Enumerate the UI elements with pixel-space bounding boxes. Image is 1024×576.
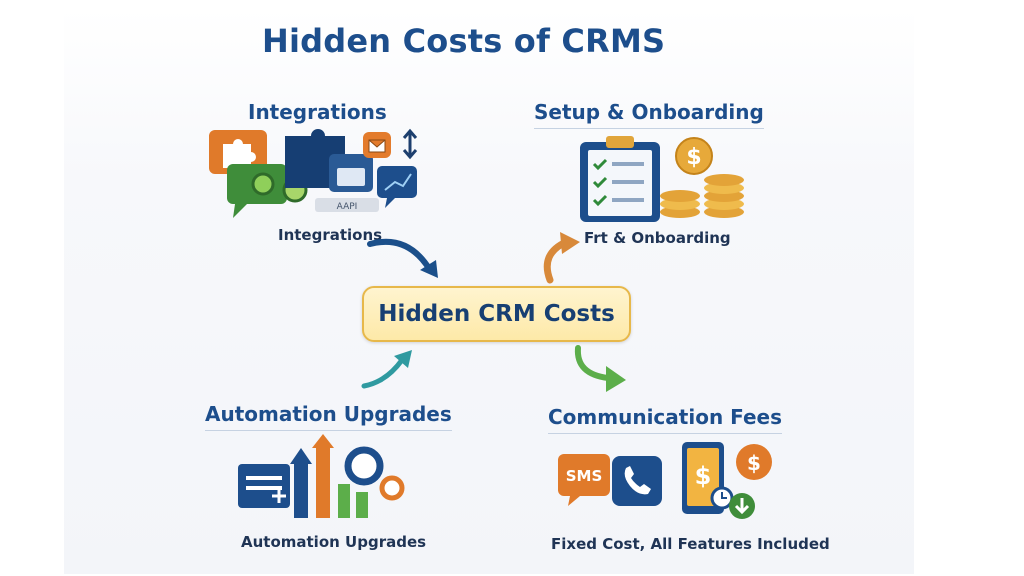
checkmark-icon-2 xyxy=(592,176,608,189)
clipboard-clip xyxy=(606,136,634,148)
mobile-screen xyxy=(687,448,719,506)
arrow-to-communication xyxy=(574,345,626,392)
communication-illustration: SMS $ $ xyxy=(558,442,772,519)
arrow-from-integrations xyxy=(367,238,438,278)
checklist-line-2 xyxy=(612,180,644,184)
arrow-from-automation xyxy=(361,350,412,389)
growth-bar-1 xyxy=(294,462,308,518)
clock-hands xyxy=(721,492,727,499)
phone-call-icon xyxy=(612,456,662,506)
communication-heading-text: Communication Fees xyxy=(548,405,783,429)
envelope-box-inner xyxy=(337,168,365,186)
integrations-caption: Integrations xyxy=(278,226,383,244)
arrow-to-communication-head xyxy=(606,366,626,392)
gear-icon-large xyxy=(344,446,384,486)
sort-arrows-icon xyxy=(402,128,418,160)
dollar-bubble-glyph: $ xyxy=(747,451,761,475)
coin-stack-1-c xyxy=(660,190,700,202)
chart-chat-bubble-tail xyxy=(385,198,395,208)
arrow-from-integrations-curve xyxy=(367,238,433,273)
email-icon-bg xyxy=(363,132,391,158)
communication-heading: Communication Fees xyxy=(548,405,783,434)
integrations-illustration: AAPI xyxy=(209,128,418,218)
down-arrow-icon xyxy=(734,498,750,515)
puzzle-piece-icon xyxy=(223,139,256,168)
dollar-sign-glyph: $ xyxy=(686,145,701,170)
chat-bubble-green-tail xyxy=(233,204,247,218)
growth-arrow-head-2 xyxy=(312,434,334,448)
center-node: Hidden CRM Costs xyxy=(362,286,631,342)
sms-label: SMS xyxy=(566,467,603,485)
phone-handset-icon xyxy=(624,466,651,495)
integrations-heading: Integrations xyxy=(248,100,387,124)
checklist-line-3 xyxy=(612,198,644,202)
automation-caption: Automation Upgrades xyxy=(241,533,427,551)
email-icon xyxy=(368,139,386,153)
automation-illustration xyxy=(238,434,405,518)
arrow-from-automation-curve xyxy=(361,357,405,389)
form-line-2 xyxy=(246,486,282,490)
trend-line-icon xyxy=(384,173,412,191)
checkmark-icon-3 xyxy=(592,194,608,207)
integrations-heading-text: Integrations xyxy=(248,100,387,124)
growth-bar-3 xyxy=(338,484,350,518)
arrow-to-setup xyxy=(543,232,580,284)
form-line-1 xyxy=(246,476,282,480)
dollar-coin-icon xyxy=(675,137,713,175)
arrow-from-integrations-head xyxy=(420,260,438,278)
growth-bar-4 xyxy=(356,492,368,518)
api-label: AAPI xyxy=(337,202,358,212)
arrow-to-communication-curve xyxy=(574,345,611,381)
dollar-bubble-icon xyxy=(736,444,772,480)
sms-bubble-tail xyxy=(568,496,580,506)
automation-heading: Automation Upgrades xyxy=(205,402,452,431)
setup-caption: Frt & Onboarding xyxy=(584,229,731,247)
coin-stack-2-e xyxy=(704,174,744,186)
setup-heading-underline xyxy=(534,128,764,129)
page-title: Hidden Costs of CRMS xyxy=(262,22,666,60)
checklist-line-1 xyxy=(612,162,644,166)
growth-bar-2 xyxy=(316,446,330,518)
gear-icon-orange xyxy=(379,475,405,501)
growth-arrow-head-1 xyxy=(290,448,312,464)
setup-heading-text: Setup & Onboarding xyxy=(534,100,764,124)
automation-heading-underline xyxy=(205,430,452,431)
arrow-to-setup-head xyxy=(560,232,580,254)
sms-bubble xyxy=(558,454,610,496)
api-label-box xyxy=(315,198,379,212)
mobile-dollar-glyph: $ xyxy=(695,462,712,490)
automation-heading-text: Automation Upgrades xyxy=(205,402,452,426)
gear-icon xyxy=(251,172,275,196)
communication-caption: Fixed Cost, All Features Included xyxy=(551,535,830,553)
plus-icon xyxy=(272,489,286,503)
setup-illustration: $ xyxy=(580,136,744,222)
arrow-from-automation-head xyxy=(394,350,412,368)
setup-heading: Setup & Onboarding xyxy=(534,100,764,129)
communication-heading-underline xyxy=(548,433,783,434)
checkmark-icon-1 xyxy=(592,158,608,171)
